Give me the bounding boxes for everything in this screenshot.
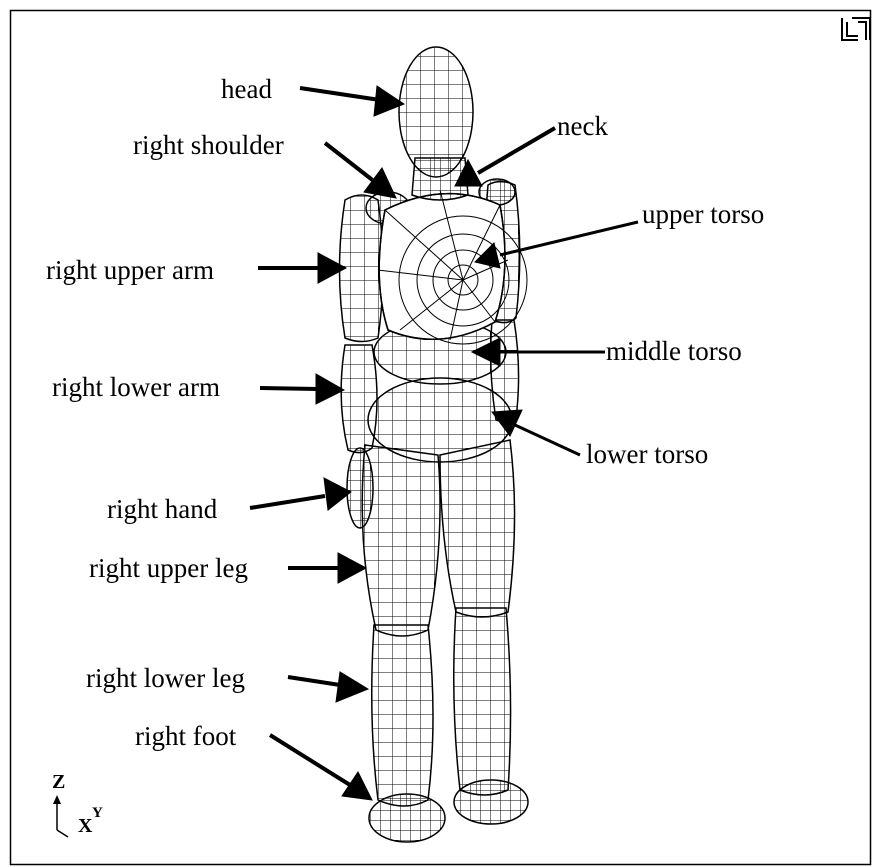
label-right-upper-leg: right upper leg <box>89 553 248 583</box>
lower-torso-part <box>368 378 512 462</box>
right-hand-part <box>347 448 373 528</box>
left-upper-leg-part <box>440 440 515 617</box>
axis-x-label: X <box>78 815 93 837</box>
left-lower-leg-part <box>454 608 511 795</box>
right-upper-leg-part <box>362 445 440 636</box>
label-right-lower-arm: right lower arm <box>52 372 220 402</box>
axis-y-label: Y <box>92 805 103 821</box>
axis-z-label: Z <box>52 771 65 793</box>
label-lower-torso: lower torso <box>586 439 708 469</box>
label-upper-torso: upper torso <box>642 199 764 229</box>
label-right-shoulder: right shoulder <box>133 130 284 160</box>
right-lower-arm-part <box>341 345 377 453</box>
label-right-upper-arm: right upper arm <box>46 255 214 285</box>
label-middle-torso: middle torso <box>606 336 742 366</box>
label-head: head <box>221 74 272 104</box>
right-lower-leg-part <box>372 625 433 806</box>
upper-torso-part <box>379 194 505 340</box>
label-neck: neck <box>557 111 608 141</box>
label-right-hand: right hand <box>107 494 218 524</box>
label-right-lower-leg: right lower leg <box>86 663 245 693</box>
head-part <box>399 47 473 177</box>
label-right-foot: right foot <box>135 721 237 751</box>
